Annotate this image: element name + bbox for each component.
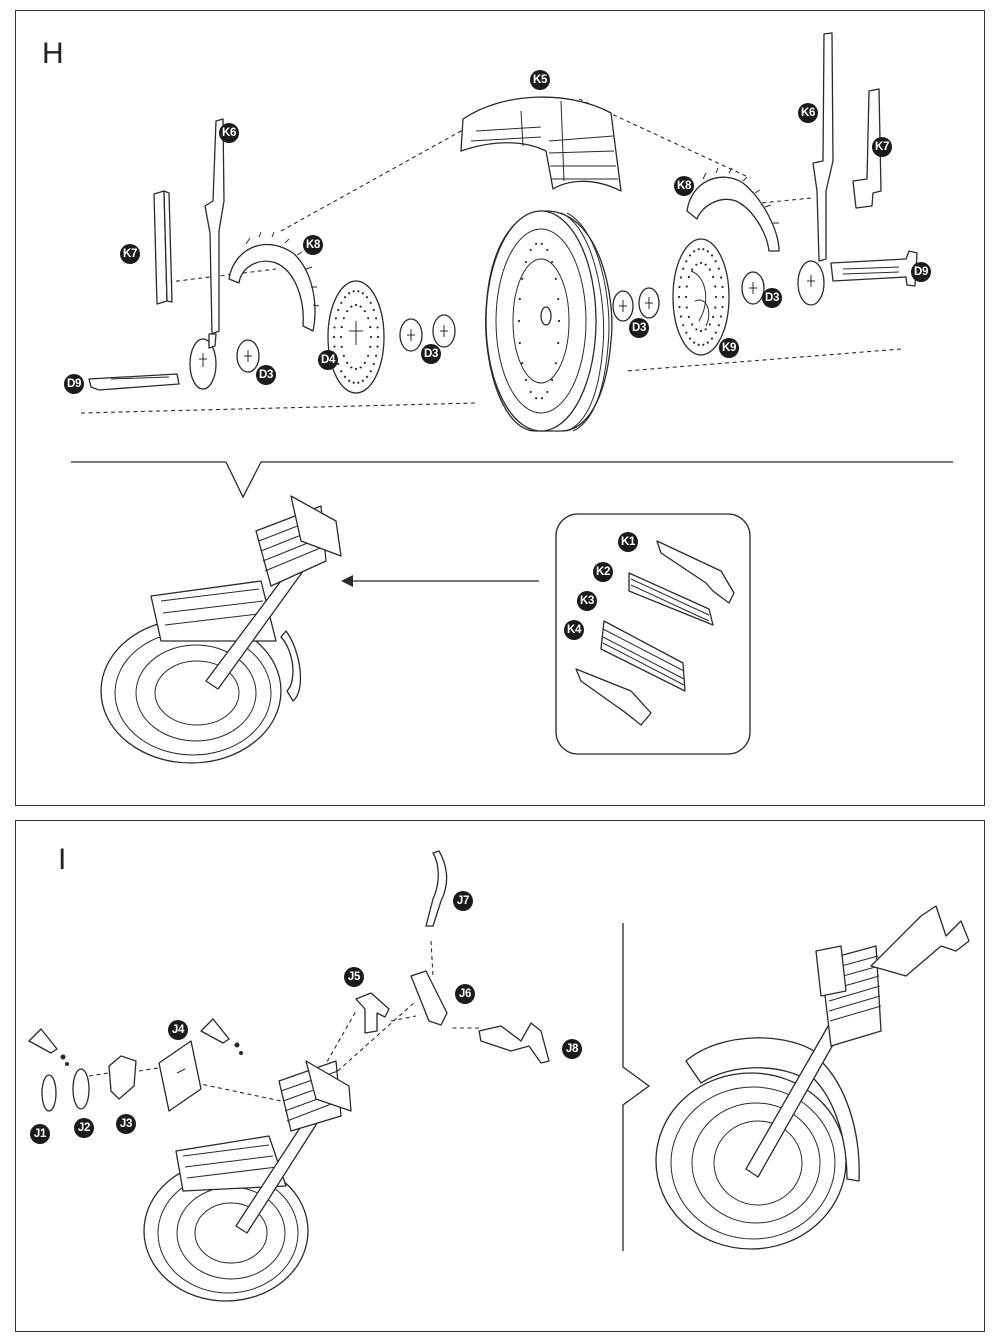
part-k5-mudguard [460, 96, 622, 192]
part-j5 [355, 992, 390, 1034]
h-label-badge-k5: K5 [530, 70, 550, 90]
step-h-illustration [71, 32, 953, 764]
part-k7-right [852, 88, 882, 209]
h-label-badge-d9: D9 [911, 262, 931, 282]
assembly-arrow [341, 575, 539, 587]
step-letter-h: H [42, 37, 64, 70]
part-k8-right [686, 167, 780, 252]
h-label-badge-k1: K1 [618, 532, 638, 552]
h-label-badge-k7: K7 [872, 137, 892, 157]
part-d3-pair-left [399, 314, 456, 352]
i-label-badge-j8: J8 [562, 1039, 582, 1059]
glue-bottle-icon [28, 1028, 69, 1066]
part-k6-right [797, 32, 834, 306]
part-wheel [485, 210, 613, 432]
h-label-badge-k3: K3 [577, 591, 597, 611]
part-j2 [72, 1068, 90, 1110]
i-label-badge-j7: J7 [453, 891, 473, 911]
part-j4 [158, 1040, 202, 1112]
assembled-front-wheel-h [100, 495, 342, 764]
part-j8 [478, 1022, 550, 1064]
part-d4-brake-disc [327, 280, 385, 394]
h-label-badge-k8: K8 [674, 176, 694, 196]
h-label-badge-k8: K8 [303, 235, 323, 255]
part-k8-left [228, 231, 320, 332]
h-label-badge-d3: D3 [421, 344, 441, 364]
i-label-badge-j4: J4 [168, 1020, 188, 1040]
i-label-badge-j5: J5 [344, 967, 364, 987]
part-k9-brake-disc [672, 238, 730, 356]
i-label-badge-j3: J3 [116, 1114, 136, 1134]
h-label-badge-k6: K6 [798, 103, 818, 123]
parts-inset-box [555, 513, 751, 755]
i-label-badge-j1: J1 [30, 1124, 50, 1144]
h-label-badge-k4: K4 [564, 620, 584, 640]
i-label-badge-j2: J2 [74, 1118, 94, 1138]
step-i-illustration [28, 850, 970, 1302]
h-label-badge-d9: D9 [64, 374, 84, 394]
assembled-front-wheel-i [143, 1060, 352, 1302]
part-k6-left [189, 118, 225, 390]
h-label-badge-k7: K7 [120, 244, 140, 264]
h-label-badge-d4: D4 [318, 350, 338, 370]
h-label-badge-d3: D3 [256, 365, 276, 385]
step-i-panel: I [15, 820, 985, 1332]
step-letter-i: I [58, 843, 67, 876]
inset-parts [575, 540, 735, 726]
step-i-divider [622, 923, 651, 1251]
part-d3-left [236, 339, 260, 373]
part-j6 [410, 970, 448, 1026]
part-d3-right [741, 271, 765, 305]
part-j7 [425, 850, 448, 927]
step-h-divider [71, 461, 953, 499]
h-label-badge-k9: K9 [719, 338, 739, 358]
i-label-badge-j6: J6 [455, 984, 475, 1004]
part-j1 [41, 1074, 57, 1112]
step-h-panel: H [15, 10, 985, 806]
h-label-badge-d3: D3 [762, 288, 782, 308]
part-d9-right [830, 250, 918, 287]
part-j3 [108, 1055, 137, 1100]
part-k7-left [153, 190, 173, 305]
h-label-badge-d3: D3 [629, 318, 649, 338]
part-d9-left [88, 373, 180, 391]
assembled-front-wheel-final [655, 905, 970, 1250]
assembly-guide-lines-i [88, 940, 479, 1102]
h-label-badge-k6: K6 [219, 123, 239, 143]
h-label-badge-k2: K2 [593, 562, 613, 582]
part-d3-pair-right [612, 287, 660, 322]
glue-bottle-icon-2 [200, 1018, 243, 1055]
